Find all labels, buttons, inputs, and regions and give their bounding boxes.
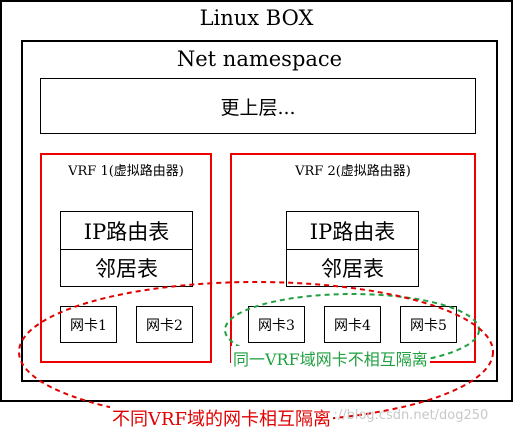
nic-4: 网卡4	[324, 306, 381, 343]
nic-2: 网卡2	[136, 306, 193, 343]
vrf1-neighbor-table: 邻居表	[60, 249, 193, 287]
cross-vrf-note: 不同VRF域的网卡相互隔离	[110, 405, 334, 431]
upper-layers-label: 更上层...	[220, 96, 296, 119]
net-namespace	[21, 40, 498, 382]
nic-5: 网卡5	[400, 306, 457, 343]
nic-2-label: 网卡2	[146, 317, 183, 334]
vrf2-ip-route-table-label: IP路由表	[309, 219, 396, 244]
nic-1: 网卡1	[60, 306, 117, 343]
nic-4-label: 网卡4	[334, 317, 371, 334]
vrf1-neighbor-table-label: 邻居表	[95, 257, 158, 281]
vrf1-ip-route-table-label: IP路由表	[83, 219, 170, 244]
linux-box-title: Linux BOX	[199, 6, 314, 30]
vrf2-neighbor-table-label: 邻居表	[321, 257, 384, 281]
linux-box	[0, 0, 513, 402]
net-namespace-title: Net namespace	[176, 47, 343, 71]
nic-3: 网卡3	[248, 306, 305, 343]
nic-1-label: 网卡1	[70, 317, 107, 334]
nic-3-label: 网卡3	[258, 317, 295, 334]
same-vrf-note: 同一VRF域网卡不相互隔离	[231, 346, 430, 370]
vrf1-title: VRF 1(虚拟路由器)	[68, 164, 184, 179]
vrf1-box	[40, 153, 212, 363]
vrf2-neighbor-table: 邻居表	[286, 249, 419, 287]
upper-layers-box: 更上层...	[40, 78, 476, 134]
cross-vrf-ellipse	[18, 281, 494, 423]
vrf2-title: VRF 2(虚拟路由器)	[295, 164, 411, 179]
nic-5-label: 网卡5	[410, 317, 447, 334]
watermark: https://blog.csdn.net/dog250	[300, 408, 489, 423]
